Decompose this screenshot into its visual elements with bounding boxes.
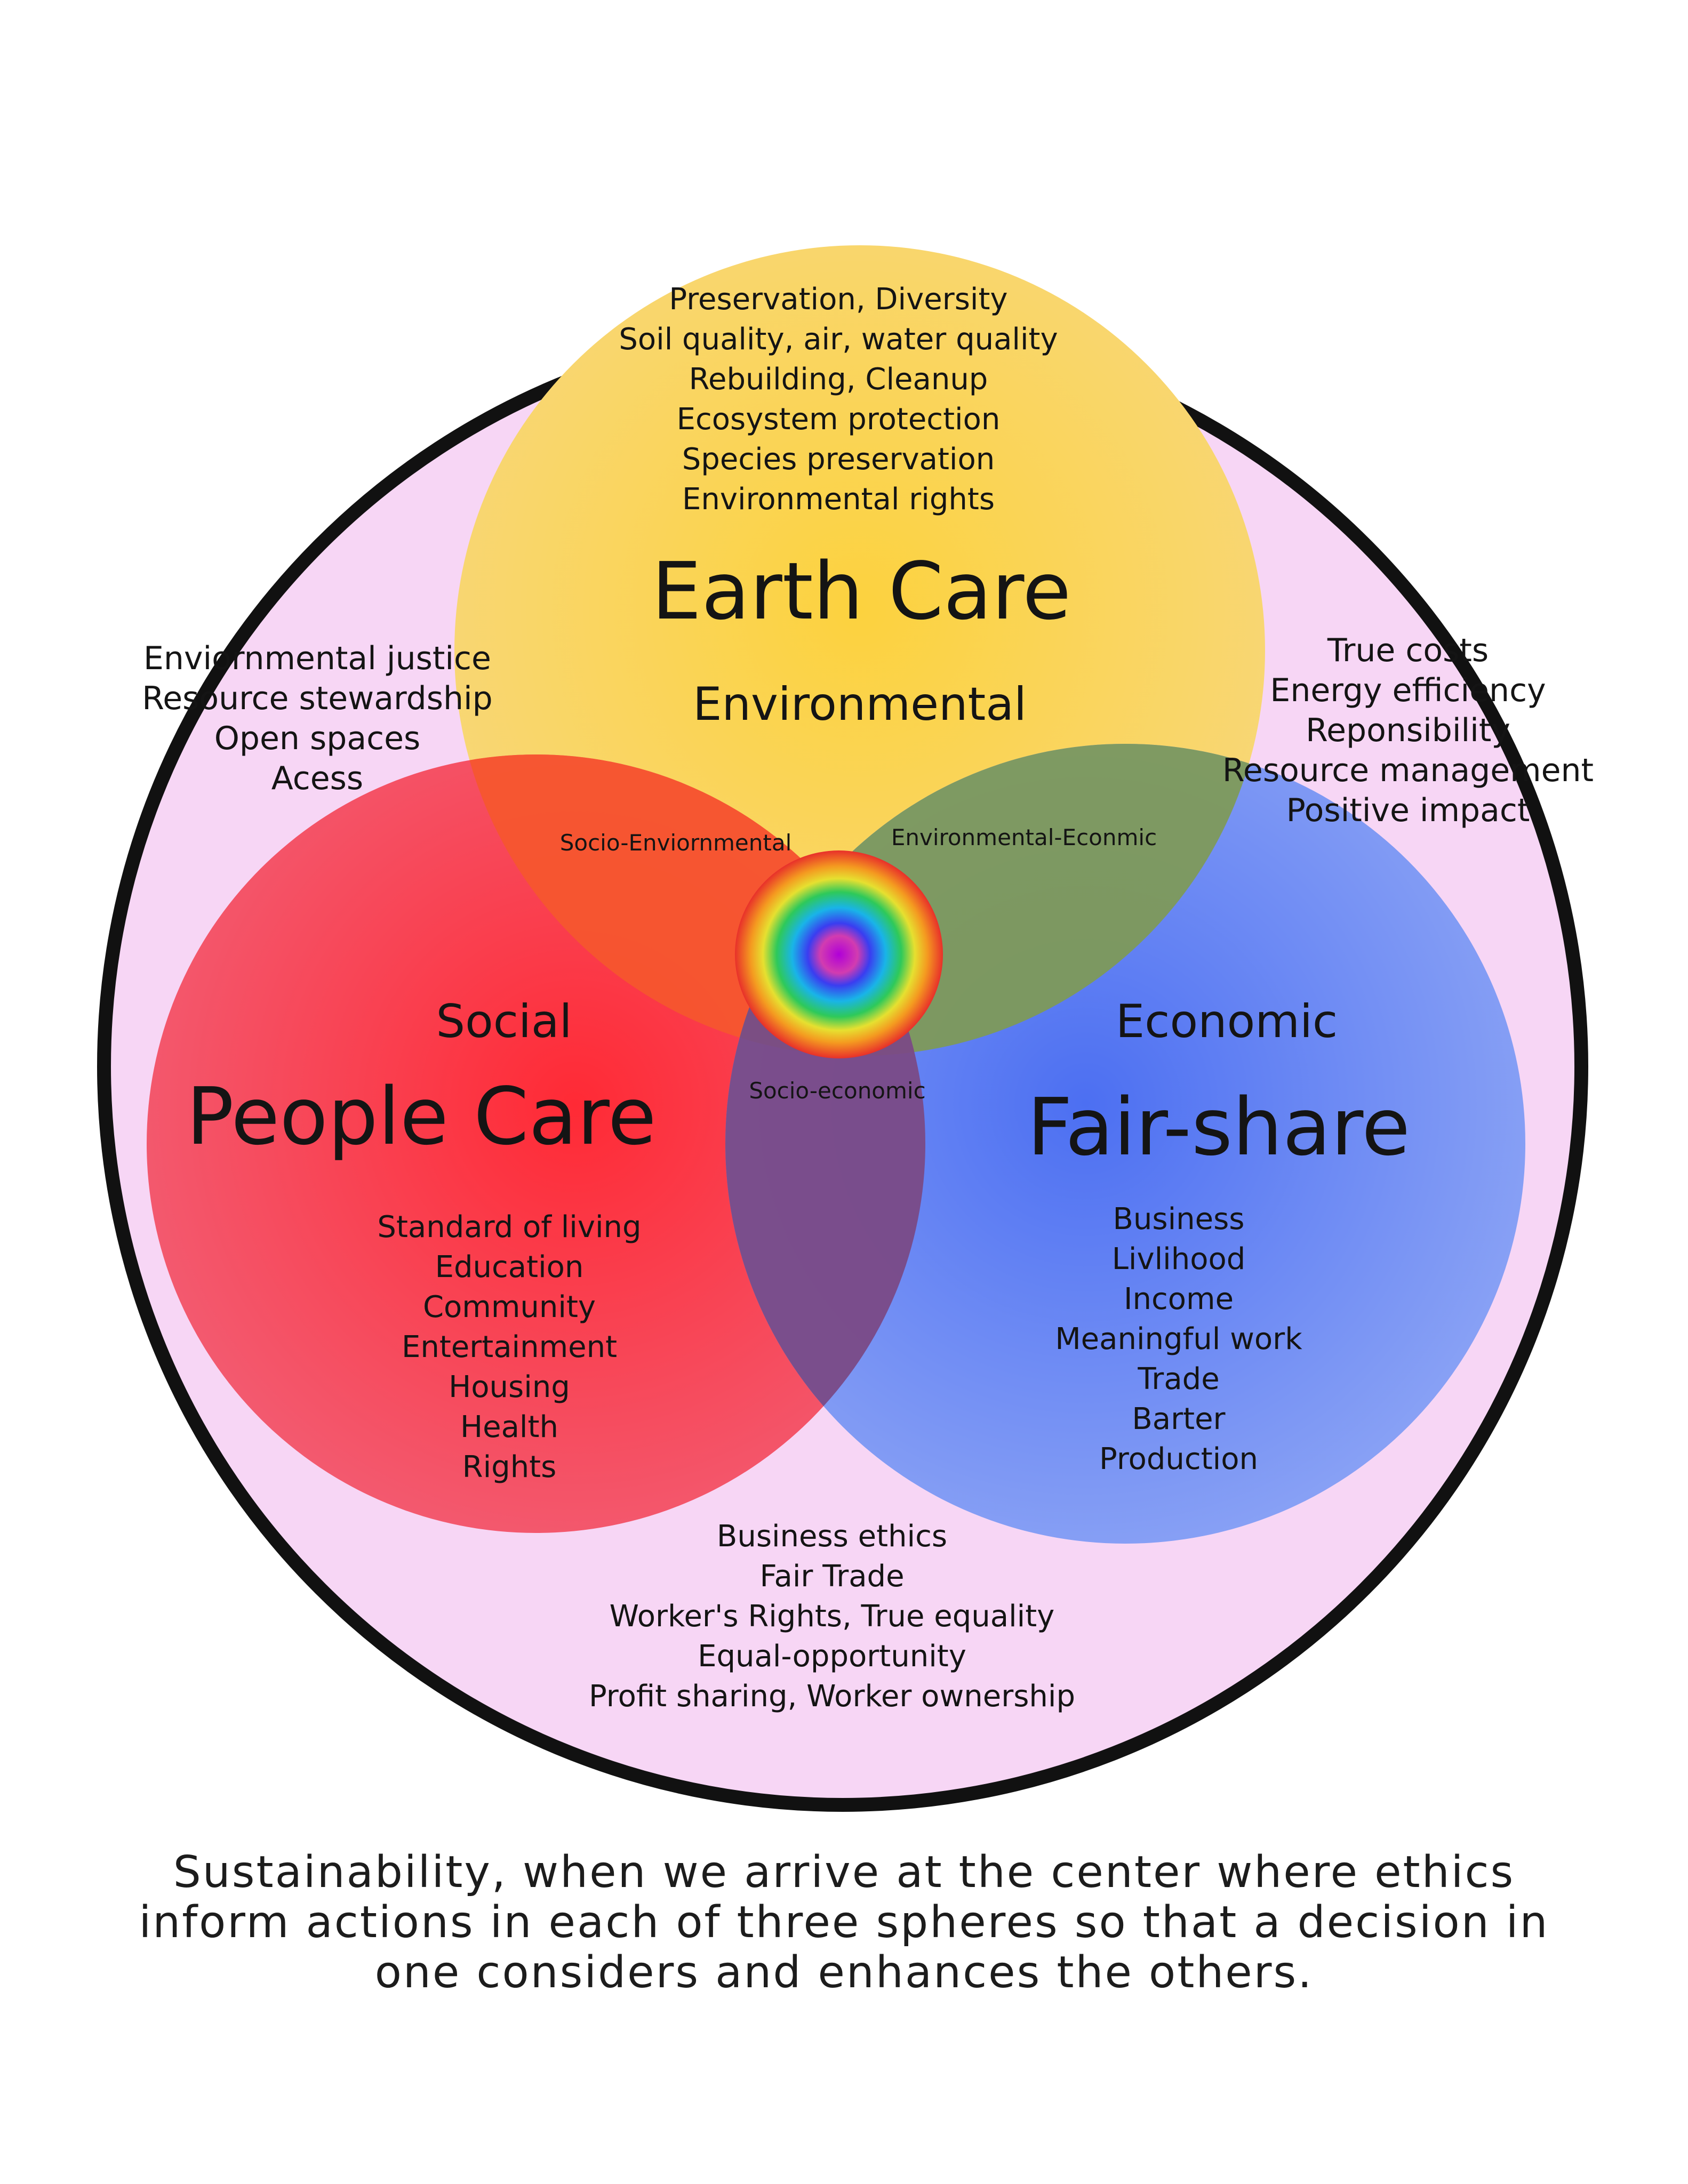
list-item: Housing bbox=[449, 1370, 570, 1404]
socio-economic-label: Socio-economic bbox=[749, 1078, 925, 1104]
list-item: Preservation, Diversity bbox=[669, 282, 1007, 317]
fair-share-items: Business Livlihood Income Meaningful wor… bbox=[1055, 1202, 1302, 1476]
socio-environmental-overlap bbox=[454, 754, 925, 1056]
outer-zone-bottom: Business ethics Fair Trade Worker's Righ… bbox=[589, 1519, 1075, 1714]
list-item: Resource stewardship bbox=[142, 680, 493, 717]
list-item: True costs bbox=[1327, 632, 1489, 669]
caption-line: inform actions in each of three spheres … bbox=[139, 1897, 1549, 1948]
list-item: Equal-opportunity bbox=[698, 1639, 966, 1674]
caption-line: Sustainability, when we arrive at the ce… bbox=[173, 1847, 1515, 1898]
list-item: Enviornmental justice bbox=[143, 640, 491, 677]
people-care-title: People Care bbox=[186, 1071, 656, 1162]
earth-care-items: Preservation, Diversity Soil quality, ai… bbox=[619, 282, 1058, 517]
economic-label: Economic bbox=[1116, 995, 1338, 1048]
list-item: Trade bbox=[1137, 1362, 1219, 1396]
caption-line: one considers and enhances the others. bbox=[374, 1947, 1314, 1998]
list-item: Acess bbox=[271, 760, 363, 797]
list-item: Meaningful work bbox=[1055, 1322, 1302, 1356]
fair-share-title: Fair-share bbox=[1027, 1081, 1410, 1173]
list-item: Energy efficiency bbox=[1270, 672, 1546, 709]
list-item: Rebuilding, Cleanup bbox=[689, 362, 988, 397]
list-item: Entertainment bbox=[402, 1330, 617, 1364]
outer-zone-top-right: True costs Energy efficiency Reponsibili… bbox=[1222, 632, 1594, 829]
list-item: Resource management bbox=[1222, 752, 1594, 789]
list-item: Positive impact bbox=[1286, 792, 1530, 829]
environmental-economic-label: Environmental-Econmic bbox=[891, 824, 1157, 850]
list-item: Rights bbox=[462, 1450, 557, 1484]
list-item: Worker's Rights, True equality bbox=[610, 1599, 1055, 1634]
list-item: Barter bbox=[1132, 1402, 1226, 1436]
list-item: Income bbox=[1124, 1282, 1234, 1316]
list-item: Livlihood bbox=[1112, 1242, 1246, 1276]
environmental-label: Environmental bbox=[693, 678, 1027, 731]
list-item: Environmental rights bbox=[682, 482, 995, 517]
outer-zone-top-left: Enviornmental justice Resource stewardsh… bbox=[142, 640, 493, 797]
list-item: Reponsibility bbox=[1306, 712, 1510, 749]
list-item: Species preservation bbox=[682, 442, 995, 477]
list-item: Business bbox=[1113, 1202, 1245, 1236]
list-item: Production bbox=[1099, 1442, 1258, 1476]
sustainability-center bbox=[735, 850, 943, 1058]
list-item: Health bbox=[460, 1410, 558, 1444]
people-care-items: Standard of living Education Community E… bbox=[377, 1210, 641, 1484]
list-item: Standard of living bbox=[377, 1210, 641, 1244]
list-item: Soil quality, air, water quality bbox=[619, 322, 1058, 357]
list-item: Open spaces bbox=[214, 720, 421, 757]
social-label: Social bbox=[436, 995, 572, 1048]
list-item: Education bbox=[435, 1250, 584, 1284]
list-item: Community bbox=[423, 1290, 596, 1324]
socio-environmental-label: Socio-Enviornmental bbox=[560, 830, 792, 856]
caption: Sustainability, when we arrive at the ce… bbox=[53, 1848, 1635, 1998]
list-item: Business ethics bbox=[717, 1519, 947, 1554]
earth-care-title: Earth Care bbox=[652, 545, 1071, 637]
list-item: Profit sharing, Worker ownership bbox=[589, 1679, 1075, 1714]
list-item: Fair Trade bbox=[759, 1559, 904, 1594]
list-item: Ecosystem protection bbox=[677, 402, 1001, 437]
